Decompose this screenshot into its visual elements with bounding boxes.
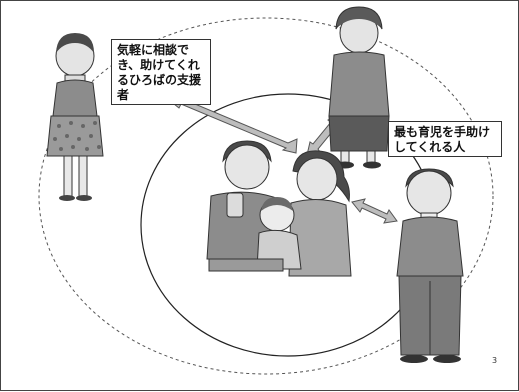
man-figure bbox=[396, 168, 464, 363]
girl-figure bbox=[46, 33, 104, 201]
grandmother-figure bbox=[328, 6, 390, 169]
family-figure bbox=[206, 140, 352, 277]
page-number: 3 bbox=[492, 356, 498, 365]
callout-family-helper: 最も育児を手助けしてくれる人 bbox=[388, 121, 502, 157]
callout-supporter: 気軽に相談でき、助けてくれるひろばの支援者 bbox=[111, 39, 211, 105]
outer-dashed-ellipse bbox=[38, 17, 494, 375]
arrow-man-to-family bbox=[351, 198, 398, 224]
